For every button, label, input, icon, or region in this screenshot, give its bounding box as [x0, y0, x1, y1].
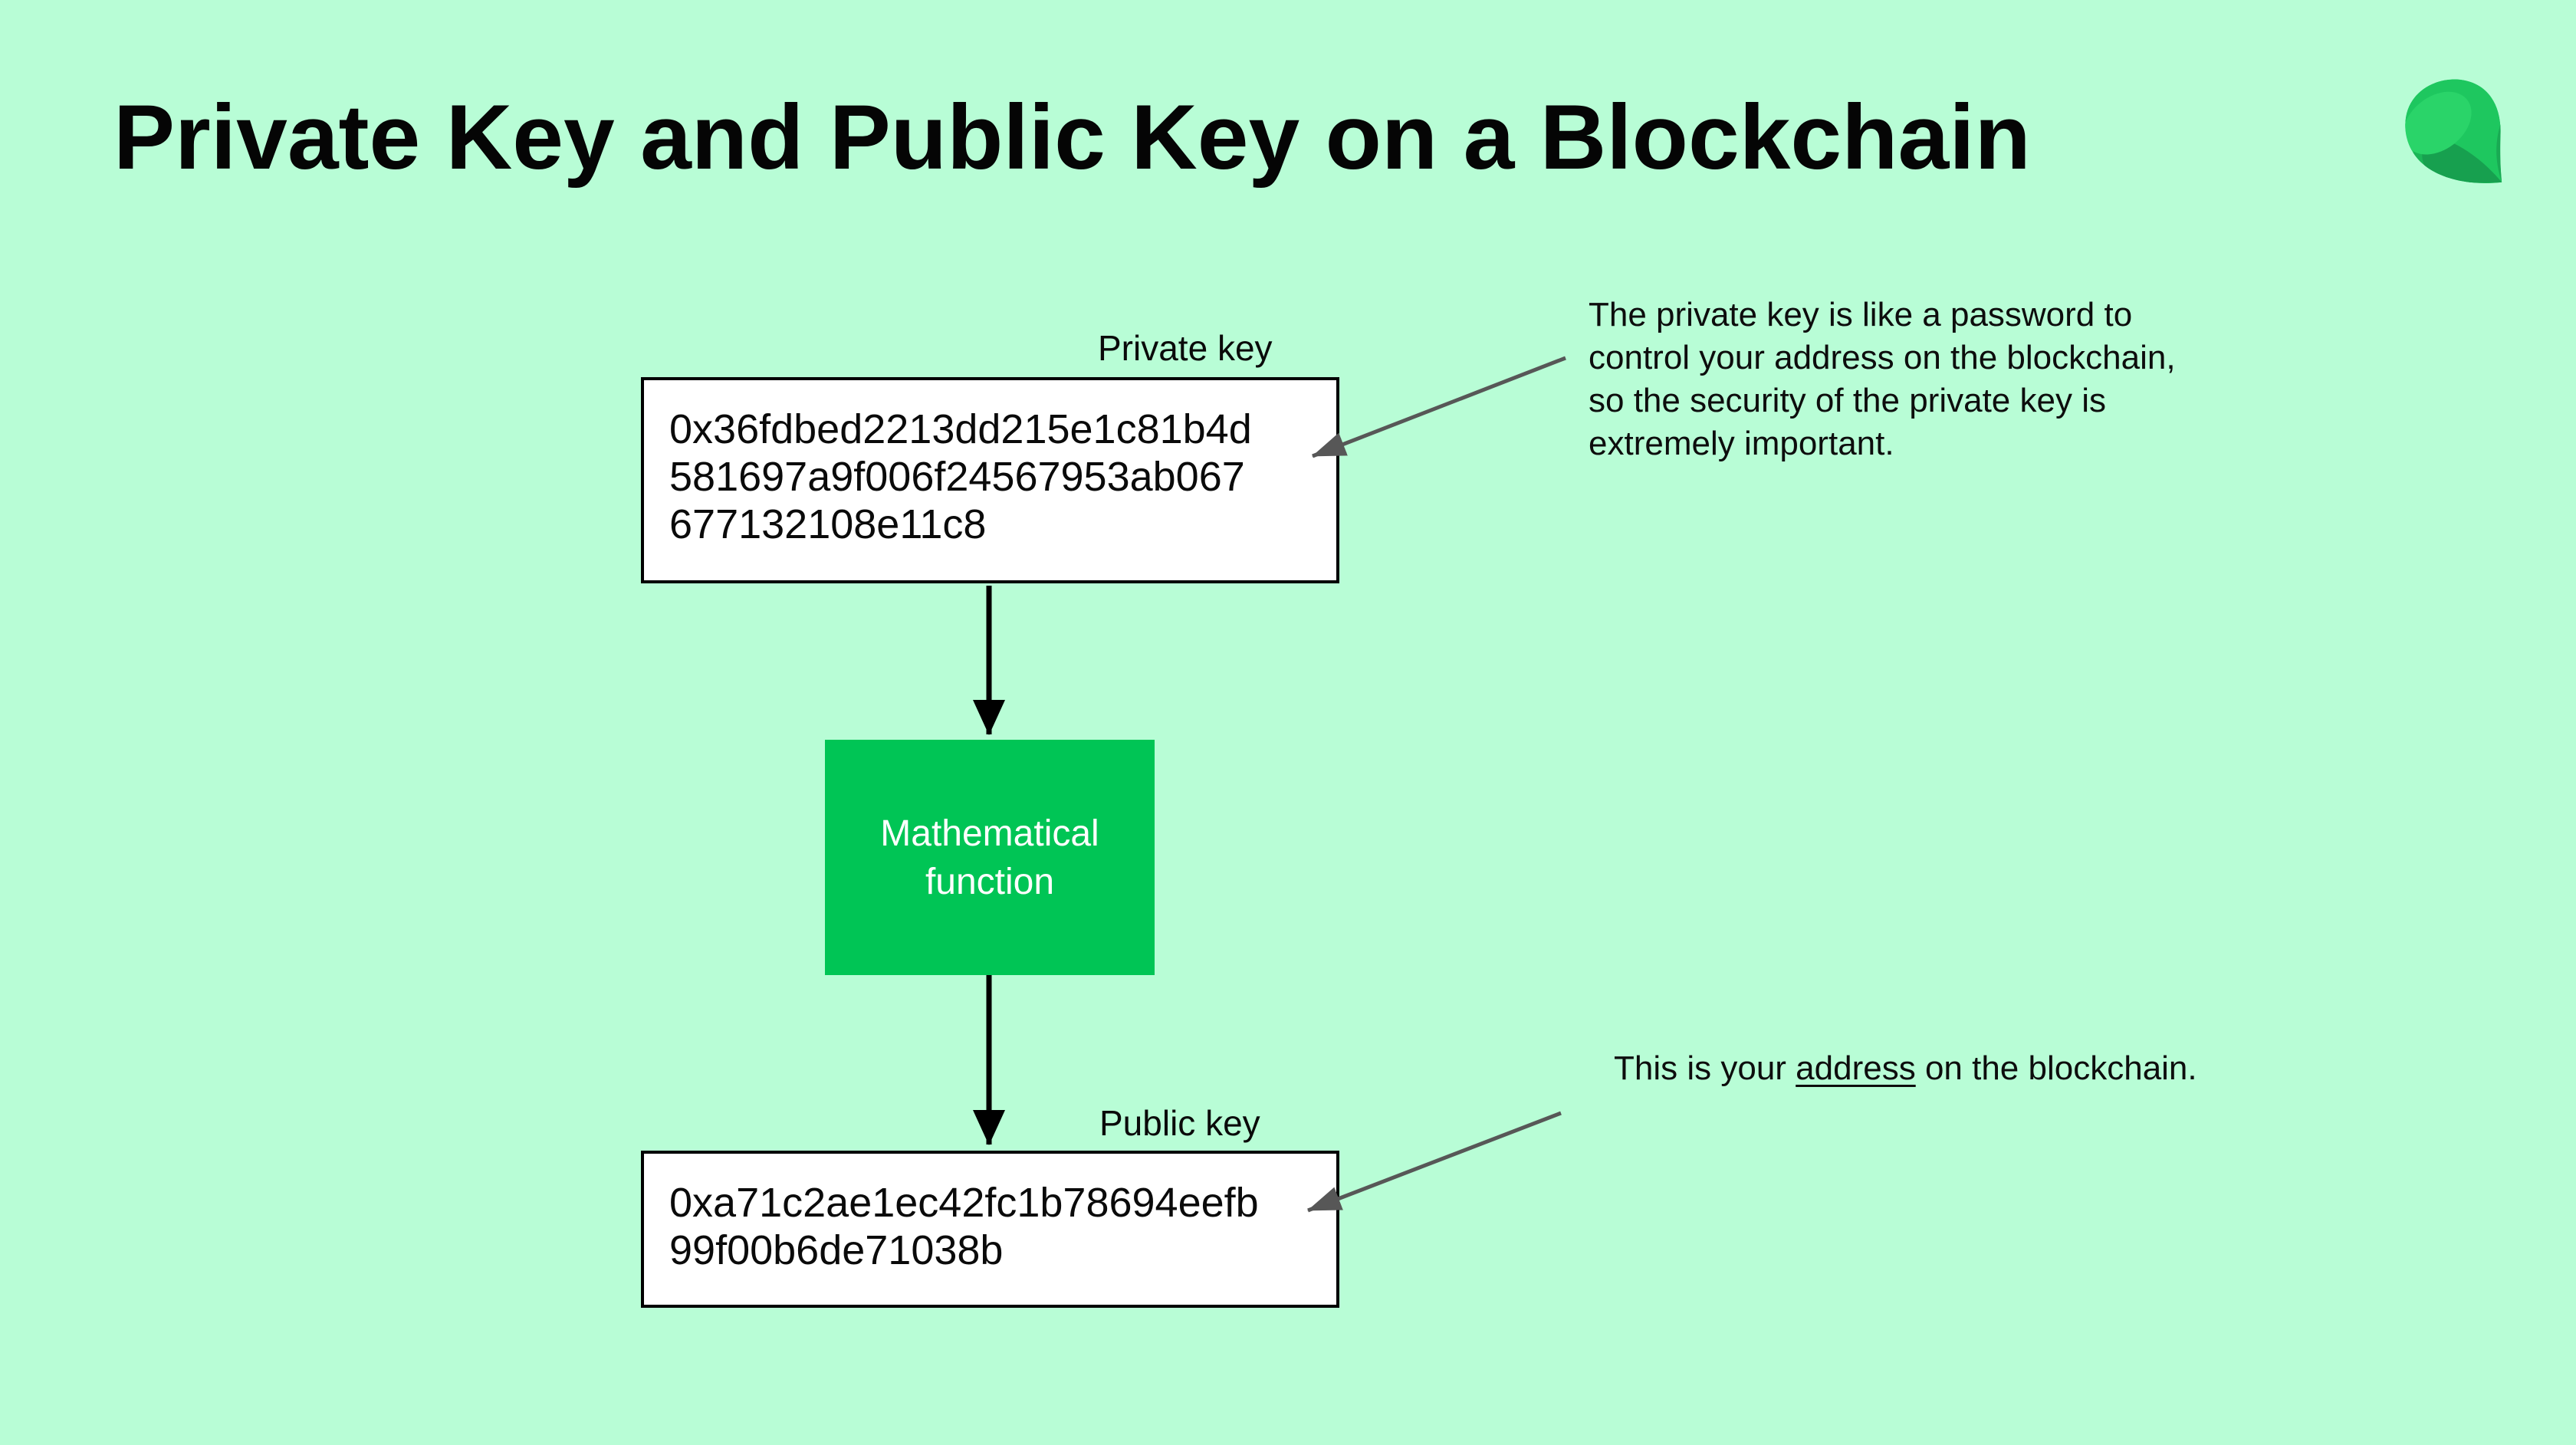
emerald-gem-logo-icon: [2405, 79, 2502, 183]
note-line: control your address on the blockchain,: [1589, 339, 2176, 376]
address-note: This is your address on the blockchain.: [1614, 1047, 2197, 1090]
function-box-line: Mathematical: [880, 813, 1099, 854]
public-key-line: 0xa71c2ae1ec42fc1b78694eefb: [669, 1180, 1259, 1226]
note-line: so the security of the private key is: [1589, 382, 2106, 419]
address-note-suffix: on the blockchain.: [1915, 1049, 2197, 1087]
address-note-underlined: address: [1796, 1049, 1916, 1087]
public-key-box: 0xa71c2ae1ec42fc1b78694eefb 99f00b6de710…: [641, 1151, 1339, 1308]
address-note-prefix: This is your: [1614, 1049, 1796, 1087]
logo-dark-facet-2: [2496, 123, 2502, 183]
public-key-line: 99f00b6de71038b: [669, 1227, 1004, 1273]
note-line: extremely important.: [1589, 425, 1894, 462]
note-to-public-arrow: [1307, 1111, 1562, 1213]
public-key-label: Public key: [1099, 1103, 1260, 1143]
private-key-line: 0x36fdbed2213dd215e1c81b4d: [669, 406, 1252, 452]
private-key-line: 677132108e11c8: [669, 501, 987, 547]
mathematical-function-box: Mathematical function: [825, 740, 1155, 975]
private-key-label: Private key: [1098, 328, 1273, 368]
note-to-private-arrow: [1312, 356, 1566, 458]
logo-bright-face: [2405, 91, 2472, 155]
page-title: Private Key and Public Key on a Blockcha…: [113, 86, 2031, 189]
private-key-note: The private key is like a password to co…: [1589, 294, 2176, 465]
function-box-line: function: [925, 861, 1055, 902]
private-key-box: 0x36fdbed2213dd215e1c81b4d 581697a9f006f…: [641, 377, 1339, 583]
note-line: The private key is like a password to: [1589, 296, 2133, 333]
private-key-line: 581697a9f006f24567953ab067: [669, 454, 1245, 500]
